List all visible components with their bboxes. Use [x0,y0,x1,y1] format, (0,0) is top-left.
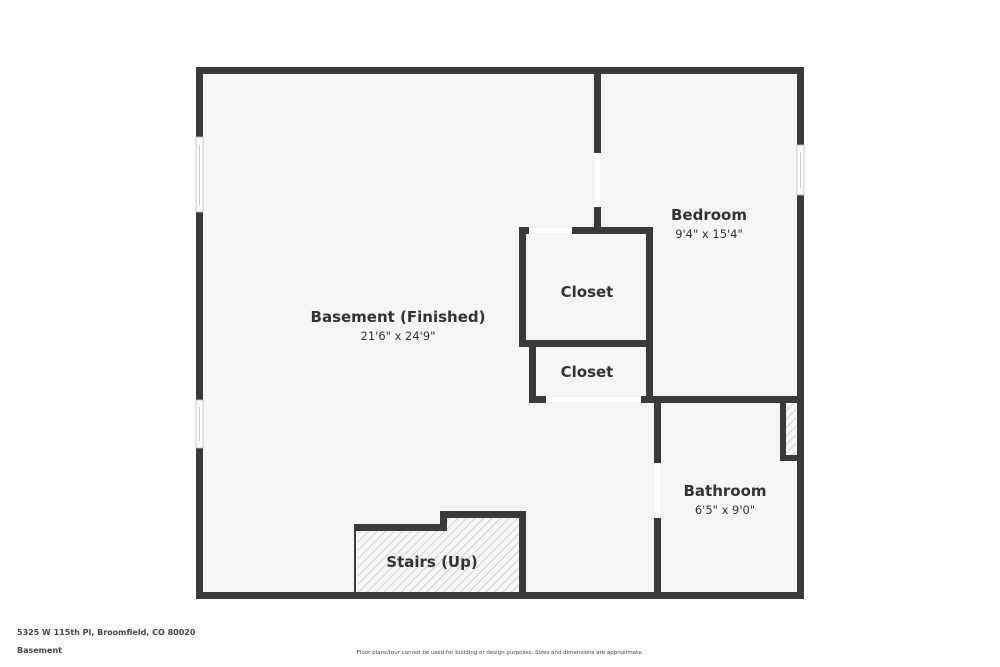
room-label-bathroom: Bathroom 6'5" x 9'0" [683,482,766,517]
room-name: Bathroom [683,482,766,500]
disclaimer-text: Floor plans/tour cannot be used for buil… [356,650,644,656]
windows [195,136,805,449]
room-label-closet-1: Closet [561,283,614,301]
room-name: Bedroom [671,206,747,224]
walls [196,67,804,599]
bathroom-door-opening [655,463,660,518]
room-name: Basement (Finished) [311,308,486,326]
floor-area [200,71,800,595]
door-openings [529,153,660,518]
closet-2-door-opening [546,397,641,402]
bedroom-door-opening [595,153,600,207]
room-label-bedroom: Bedroom 9'4" x 15'4" [671,206,747,241]
room-label-closet-2: Closet [561,363,614,381]
property-address: 5325 W 115th Pl, Broomfield, CO 80020 [17,628,196,637]
bathroom-shaft-area [786,403,796,455]
room-label-basement: Basement (Finished) 21'6" x 24'9" [311,308,486,343]
room-name: Closet [561,363,614,381]
room-label-stairs: Stairs (Up) [386,553,477,571]
closet-1-door-opening [529,228,572,233]
room-dimensions: 6'5" x 9'0" [695,503,755,517]
room-name: Stairs (Up) [386,553,477,571]
room-dimensions: 21'6" x 24'9" [361,329,436,343]
room-dimensions: 9'4" x 15'4" [675,227,743,241]
room-name: Closet [561,283,614,301]
floor-level-label: Basement [17,646,62,655]
stairs-area [358,515,520,593]
